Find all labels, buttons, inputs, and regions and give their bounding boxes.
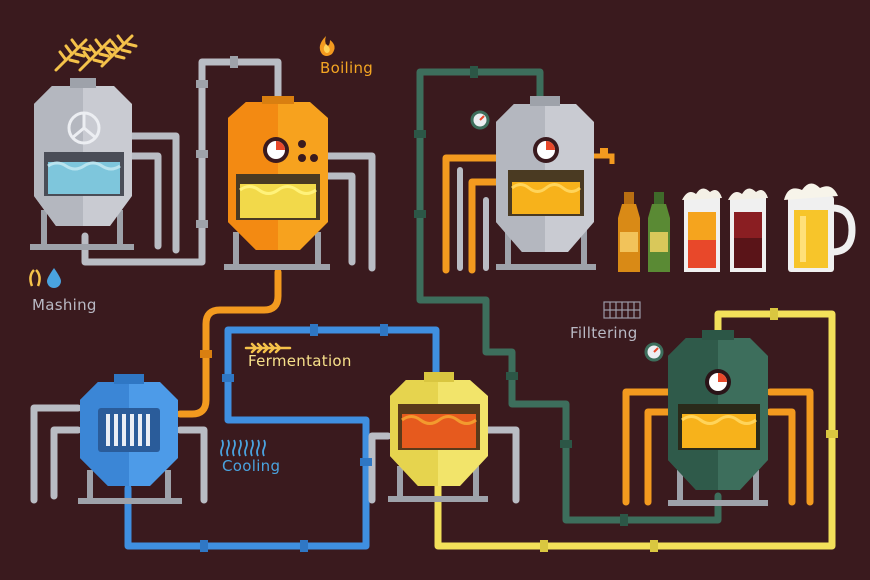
pipe-blue-cool-to-ferment (124, 326, 440, 550)
fermentation-tank (388, 372, 488, 502)
label-filtering: Filltering (570, 324, 638, 342)
pipe-orange-filter-right (766, 388, 814, 506)
bright-tank (470, 96, 615, 270)
wheat-stalks-icon (54, 34, 138, 72)
pipe-joints (196, 56, 838, 552)
beer-bottle-green (648, 192, 670, 272)
pipe-gray-cool-side (30, 404, 208, 504)
pipe-gray-bright-inner (457, 167, 489, 271)
beer-glass-dark (728, 188, 768, 272)
pipe-orange-bright-side (442, 154, 500, 274)
beer-glass-lager (682, 188, 722, 272)
beer-mug (784, 183, 856, 272)
pipe-orange-boil-to-cool (176, 268, 282, 418)
pipe-gray-ferment-side (368, 426, 520, 504)
pipe-orange-filter-left (622, 388, 672, 506)
pipe-green-filter-to-bright (416, 68, 722, 524)
boiling-kettle (224, 96, 330, 270)
grain-drop-icon (29, 268, 61, 288)
label-fermentation: Fermentation (248, 352, 352, 370)
flame-icon (319, 36, 335, 56)
label-mashing: Mashing (32, 296, 97, 314)
beer-bottle-amber (618, 192, 640, 272)
pipe-gray-mash-to-boil (81, 58, 282, 266)
pipe-gray-boil-side (324, 152, 376, 272)
filtering-tank (644, 330, 768, 506)
mash-tun (30, 78, 134, 250)
label-cooling: Cooling (222, 457, 280, 475)
wheat-icon (244, 342, 292, 354)
label-boiling: Boiling (320, 59, 373, 77)
cooling-tank (78, 374, 182, 504)
pipe-gray-mash-side (128, 132, 180, 254)
wavy-lines-icon (220, 439, 266, 457)
filter-grid-icon (603, 301, 641, 319)
